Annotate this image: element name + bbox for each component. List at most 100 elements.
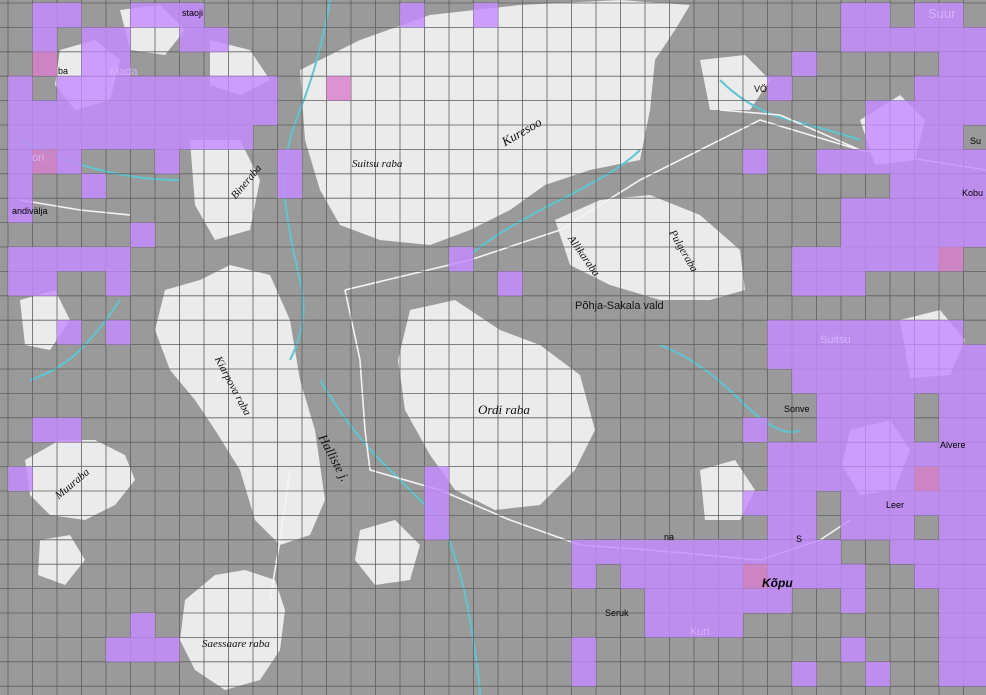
occurrence-cell[interactable]: [694, 613, 719, 638]
occurrence-cell[interactable]: [841, 344, 866, 369]
occurrence-cell[interactable]: [841, 393, 866, 418]
occurrence-cell[interactable]: [155, 100, 180, 125]
occurrence-cell[interactable]: [571, 539, 597, 565]
occurrence-cell[interactable]: [816, 369, 842, 394]
occurrence-cell[interactable]: [32, 27, 58, 52]
occurrence-cell[interactable]: [694, 588, 719, 613]
occurrence-cell[interactable]: [841, 149, 866, 174]
occurrence-cell[interactable]: [939, 76, 964, 101]
occurrence-cell[interactable]: [890, 515, 915, 540]
occurrence-cell[interactable]: [8, 100, 33, 125]
occurrence-cell[interactable]: [571, 661, 597, 687]
occurrence-cell[interactable]: [424, 466, 450, 491]
occurrence-cell[interactable]: [106, 51, 131, 77]
occurrence-cell[interactable]: [57, 125, 82, 150]
occurrence-cell[interactable]: [106, 76, 131, 101]
occurrence-cell[interactable]: [743, 417, 768, 443]
occurrence-cell[interactable]: [816, 466, 842, 491]
occurrence-cell[interactable]: [816, 393, 842, 418]
occurrence-cell[interactable]: [767, 515, 793, 540]
occurrence-cell[interactable]: [718, 539, 744, 565]
occurrence-cell[interactable]: [914, 442, 940, 467]
occurrence-cell[interactable]: [449, 247, 474, 272]
occurrence-cell[interactable]: [963, 369, 986, 394]
occurrence-cell[interactable]: [767, 76, 793, 101]
occurrence-cell[interactable]: [81, 173, 107, 199]
occurrence-cell[interactable]: [106, 320, 131, 345]
occurrence-cell[interactable]: [400, 3, 425, 28]
occurrence-cell[interactable]: [792, 491, 817, 516]
occurrence-cell[interactable]: [914, 539, 940, 565]
occurrence-cell[interactable]: [179, 3, 205, 28]
occurrence-cell[interactable]: [914, 27, 940, 52]
occurrence-cell[interactable]: [743, 491, 768, 516]
occurrence-cell[interactable]: [694, 564, 719, 589]
occurrence-cell[interactable]: [865, 442, 891, 467]
occurrence-cell[interactable]: [963, 222, 986, 247]
occurrence-cell[interactable]: [939, 613, 964, 638]
occurrence-cell[interactable]: [81, 51, 107, 77]
occurrence-cell[interactable]: [645, 564, 670, 589]
occurrence-cell[interactable]: [816, 442, 842, 467]
occurrence-cell[interactable]: [32, 100, 58, 125]
occurrence-cell[interactable]: [865, 100, 891, 125]
occurrence-cell[interactable]: [816, 344, 842, 369]
occurrence-cell[interactable]: [963, 393, 986, 418]
occurrence-cell[interactable]: [130, 613, 156, 638]
occurrence-cell[interactable]: [792, 442, 817, 467]
occurrence-cell[interactable]: [939, 442, 964, 467]
occurrence-cell[interactable]: [57, 149, 82, 174]
occurrence-cell[interactable]: [277, 149, 303, 174]
occurrence-cell[interactable]: [767, 539, 793, 565]
occurrence-cell[interactable]: [939, 466, 964, 491]
occurrence-cell[interactable]: [326, 76, 352, 101]
occurrence-cell[interactable]: [32, 417, 58, 443]
occurrence-cell[interactable]: [890, 539, 915, 565]
occurrence-cell[interactable]: [8, 198, 33, 223]
occurrence-cell[interactable]: [57, 247, 82, 272]
occurrence-cell[interactable]: [963, 637, 986, 662]
occurrence-cell[interactable]: [890, 149, 915, 174]
occurrence-cell[interactable]: [130, 125, 156, 150]
occurrence-cell[interactable]: [253, 76, 278, 101]
occurrence-cell[interactable]: [865, 417, 891, 443]
occurrence-cell[interactable]: [841, 515, 866, 540]
occurrence-cell[interactable]: [939, 564, 964, 589]
occurrence-cell[interactable]: [841, 247, 866, 272]
occurrence-cell[interactable]: [939, 320, 964, 345]
occurrence-cell[interactable]: [718, 613, 744, 638]
occurrence-cell[interactable]: [81, 125, 107, 150]
occurrence-cell[interactable]: [939, 417, 964, 443]
occurrence-cell[interactable]: [571, 637, 597, 662]
occurrence-cell[interactable]: [939, 247, 964, 272]
occurrence-cell[interactable]: [865, 393, 891, 418]
occurrence-cell[interactable]: [939, 51, 964, 77]
occurrence-cell[interactable]: [767, 466, 793, 491]
occurrence-cell[interactable]: [914, 247, 940, 272]
occurrence-cell[interactable]: [32, 149, 58, 174]
occurrence-cell[interactable]: [155, 637, 180, 662]
occurrence-cell[interactable]: [228, 100, 254, 125]
occurrence-cell[interactable]: [914, 466, 940, 491]
occurrence-cell[interactable]: [890, 393, 915, 418]
occurrence-cell[interactable]: [228, 76, 254, 101]
occurrence-cell[interactable]: [963, 515, 986, 540]
occurrence-cell[interactable]: [106, 27, 131, 52]
occurrence-cell[interactable]: [939, 3, 964, 28]
occurrence-cell[interactable]: [939, 125, 964, 150]
occurrence-cell[interactable]: [498, 271, 523, 296]
occurrence-cell[interactable]: [792, 466, 817, 491]
occurrence-cell[interactable]: [939, 222, 964, 247]
occurrence-cell[interactable]: [81, 100, 107, 125]
occurrence-cell[interactable]: [865, 515, 891, 540]
occurrence-cell[interactable]: [865, 491, 891, 516]
occurrence-cell[interactable]: [718, 588, 744, 613]
occurrence-cell[interactable]: [914, 149, 940, 174]
occurrence-cell[interactable]: [963, 417, 986, 443]
occurrence-cell[interactable]: [865, 661, 891, 687]
occurrence-cell[interactable]: [130, 76, 156, 101]
occurrence-cell[interactable]: [669, 564, 695, 589]
occurrence-cell[interactable]: [204, 27, 229, 52]
occurrence-cell[interactable]: [816, 247, 842, 272]
occurrence-cell[interactable]: [81, 27, 107, 52]
